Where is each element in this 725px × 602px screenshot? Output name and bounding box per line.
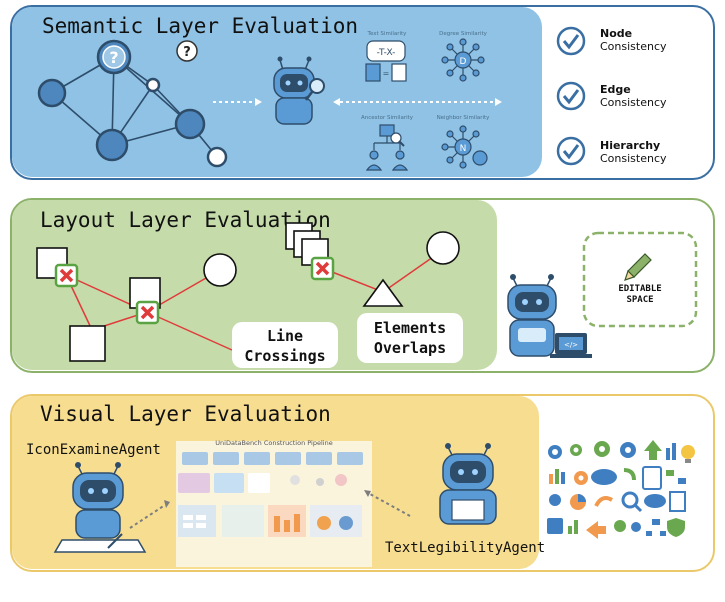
gear-icon: [548, 445, 562, 459]
question-mark-node: ?: [109, 48, 118, 67]
ancestor-similarity-icon: [365, 124, 409, 171]
pipeline-title: UniDataBench Construction Pipeline: [215, 439, 332, 447]
text-similarity-label: Text Similarity: [367, 31, 408, 37]
text-similarity-icon: -T-X- =: [365, 40, 407, 82]
swap-arrows-icon: [623, 468, 636, 481]
check-icon: [556, 81, 586, 111]
hierarchy-icon: [646, 519, 666, 536]
checklist-icon: [669, 491, 686, 512]
robot-inspector-icon: [273, 56, 325, 125]
arrow-up-icon: [644, 440, 662, 460]
bar-chart-icon: [549, 469, 565, 484]
gear-icon: [631, 522, 641, 532]
robot-laptop-icon: </>: [507, 274, 592, 358]
degree-similarity-icon: D: [441, 38, 485, 82]
gear-icon: [570, 444, 582, 456]
document-icon: [642, 466, 662, 490]
arrow-curve-icon: [594, 496, 614, 507]
arrow-icon: [586, 521, 606, 539]
check-icon: [556, 136, 586, 166]
bar-chart-icon: [568, 520, 578, 534]
x-error-icon: [310, 256, 335, 281]
pie-chart-icon: [570, 494, 586, 510]
icon-collage: [547, 440, 695, 539]
x-error-icon: [135, 300, 160, 325]
icon-examine-agent-label: IconExamineAgent: [26, 442, 161, 458]
visual-layer-title: Visual Layer Evaluation: [40, 402, 331, 426]
pencil-icon: [624, 253, 652, 281]
gear-icon: [594, 441, 610, 457]
lightbulb-icon: [681, 445, 695, 463]
pipeline-figure: UniDataBench Construction Pipeline: [176, 439, 372, 567]
text-legibility-agent-label: TextLegibilityAgent: [385, 540, 546, 556]
neighbor-similarity-label: Neighbor Similarity: [437, 115, 491, 121]
gear-icon: [620, 442, 636, 458]
gear-icon: [614, 520, 626, 532]
shield-icon: [667, 518, 685, 537]
gear-icon: [549, 494, 561, 506]
graph-node: [37, 39, 228, 168]
robot-reading-icon: [439, 443, 497, 525]
svg-text:N: N: [460, 144, 467, 154]
svg-text:</>: </>: [564, 341, 578, 349]
ancestor-similarity-label: Ancestor Similarity: [361, 115, 414, 121]
svg-text:D: D: [460, 57, 467, 67]
flowchart-icon: [666, 470, 686, 484]
bar-chart-icon: [666, 443, 676, 460]
search-icon: [621, 491, 643, 513]
degree-similarity-label: Degree Similarity: [439, 31, 488, 37]
layout-error-diagram: </>: [36, 222, 698, 362]
layout-layer-title: Layout Layer Evaluation: [40, 208, 331, 232]
neighbor-similarity-icon: N: [441, 125, 488, 169]
svg-text:-T-X-: -T-X-: [377, 48, 396, 58]
robot-writing-icon: [53, 462, 147, 553]
floppy-icon: [547, 518, 563, 534]
check-icon: [556, 26, 586, 56]
gear-icon: [574, 471, 588, 485]
semantic-layer-title: Semantic Layer Evaluation: [42, 14, 359, 38]
svg-text:=: =: [383, 69, 390, 78]
cloud-icon: [644, 494, 666, 508]
x-error-icon: [54, 263, 79, 288]
cloud-icon: [591, 469, 617, 485]
semantic-graph-diagram: ? ? Text Similarity Degree Similarity An…: [37, 26, 586, 171]
question-mark-badge: ?: [183, 45, 191, 60]
